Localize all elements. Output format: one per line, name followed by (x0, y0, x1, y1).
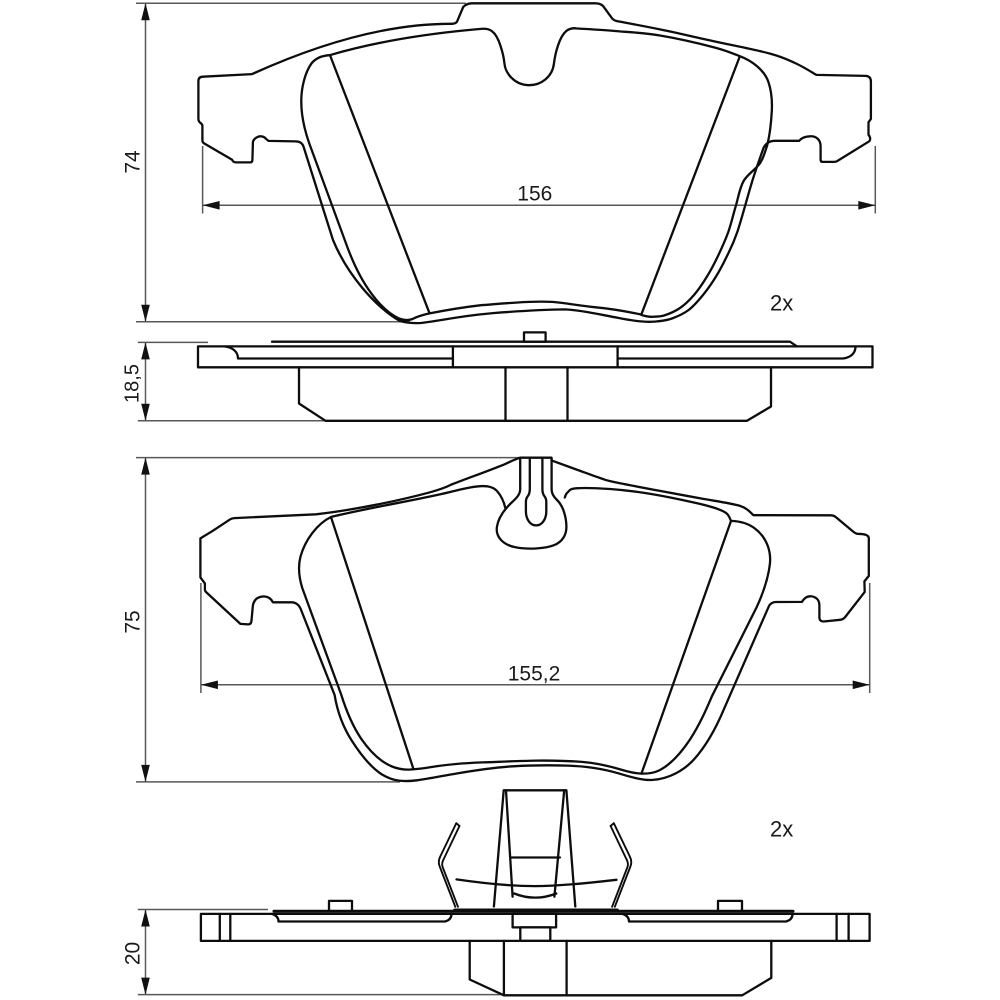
svg-text:74: 74 (122, 150, 145, 174)
svg-text:156: 156 (517, 183, 552, 206)
svg-text:2x: 2x (770, 816, 793, 841)
svg-text:18,5: 18,5 (122, 364, 144, 403)
svg-text:2x: 2x (770, 291, 793, 316)
svg-text:75: 75 (122, 610, 145, 633)
svg-text:20: 20 (122, 942, 145, 965)
svg-text:155,2: 155,2 (508, 663, 561, 686)
